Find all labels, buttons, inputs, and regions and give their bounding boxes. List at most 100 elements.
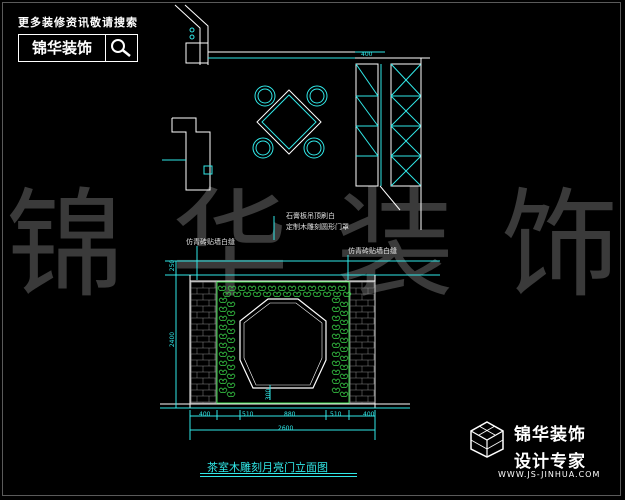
plan-column [185,42,209,64]
carving-cloud [331,360,341,367]
carving-cloud [327,285,337,292]
carving-cloud [226,301,236,308]
website-url: WWW.JS-JINHUA.COM [498,470,601,479]
carving-cloud [252,291,262,298]
carving-cloud [226,310,236,317]
carving-cloud [226,337,236,344]
carving-cloud [287,285,297,292]
dim-width-1: 400 [199,411,211,418]
plan-node [189,27,195,33]
carving-cloud [331,297,341,304]
carving-cloud [339,346,349,353]
carving-cloud [339,355,349,362]
plan-shelf-left [355,63,379,187]
note-brick-right: 仿青砖贴墙白缝 [348,247,397,255]
carving-cloud [218,378,228,385]
carving-cloud [218,369,228,376]
carving-cloud [302,291,312,298]
carving-cloud [262,291,272,298]
plan-chair [303,137,325,159]
search-icon [111,39,131,57]
drawing-frame [2,2,621,496]
brand-search-box[interactable]: 锦华装饰 [18,34,138,62]
carving-cloud [226,391,236,398]
carving-cloud [247,285,257,292]
dim-height-main: 2400 [169,331,177,348]
plan-wall-diagonal [174,4,201,65]
carving-cloud [332,291,342,298]
note-ceiling: 石膏板吊顶刷白 [286,212,335,220]
carving-cloud [226,364,236,371]
plan-chair [252,137,274,159]
carving-cloud [226,328,236,335]
search-button[interactable] [105,35,136,61]
elevation-view [160,216,440,440]
carving-cloud [342,291,352,298]
logo-name: 锦华装饰 [514,425,586,445]
carving-cloud [331,324,341,331]
carving-cloud [232,291,242,298]
cube-logo-icon [470,421,504,458]
carving-cloud [312,291,322,298]
plan-view [162,4,430,230]
moon-door-inner [243,302,323,386]
plan-sink [203,165,213,175]
carving-cloud [218,360,228,367]
carving-cloud [226,382,236,389]
plan-chair [306,85,328,107]
carving-cloud [218,297,228,304]
carving-cloud [339,310,349,317]
plan-node [189,34,195,40]
plan-shelf-right [390,63,422,187]
brand-tagline: 更多装修资讯敬请搜索 [18,16,138,29]
carving-cloud [226,346,236,353]
carving-panel [216,281,350,404]
dim-height-top: 250 [169,259,177,272]
carving-cloud [242,291,252,298]
dim-width-5: 400 [363,411,375,418]
carving-cloud [331,351,341,358]
carving-cloud [339,364,349,371]
dim-plan-top: 400 [361,51,373,58]
dim-width-4: 510 [330,411,342,418]
carving-cloud [218,315,228,322]
carving-cloud [218,306,228,313]
carving-cloud [218,351,228,358]
dim-width-2: 510 [242,411,254,418]
carving-cloud [292,291,302,298]
title-underline [200,476,357,477]
carving-cloud [331,306,341,313]
carving-cloud [217,285,227,292]
moon-door-opening [239,298,327,389]
brand-name: 锦华装饰 [31,39,92,57]
carving-cloud [331,315,341,322]
carving-cloud [339,373,349,380]
carving-cloud [339,319,349,326]
company-logo: 锦华装饰 设计专家 [468,420,586,472]
carving-cloud [218,387,228,394]
plan-table [256,89,322,155]
carving-cloud [218,342,228,349]
plan-chair [254,85,276,107]
carving-cloud [226,355,236,362]
plan-wall-diagonal-inner [184,4,209,65]
carving-cloud [297,285,307,292]
carving-cloud [257,285,267,292]
carving-cloud [218,324,228,331]
plan-table-inner [261,94,317,150]
carving-cloud [267,285,277,292]
brand-header: 更多装修资讯敬请搜索 锦华装饰 [18,14,138,62]
plan-counter [171,117,211,191]
carving-cloud [317,285,327,292]
carving-cloud [222,291,232,298]
carving-cloud [226,319,236,326]
carving-cloud [339,328,349,335]
carving-cloud [331,378,341,385]
carving-cloud [339,382,349,389]
carving-cloud [237,285,247,292]
carving-cloud [331,333,341,340]
title-underline [200,473,357,474]
note-brick-left: 仿青砖贴墙白缝 [186,238,235,246]
carving-cloud [339,337,349,344]
